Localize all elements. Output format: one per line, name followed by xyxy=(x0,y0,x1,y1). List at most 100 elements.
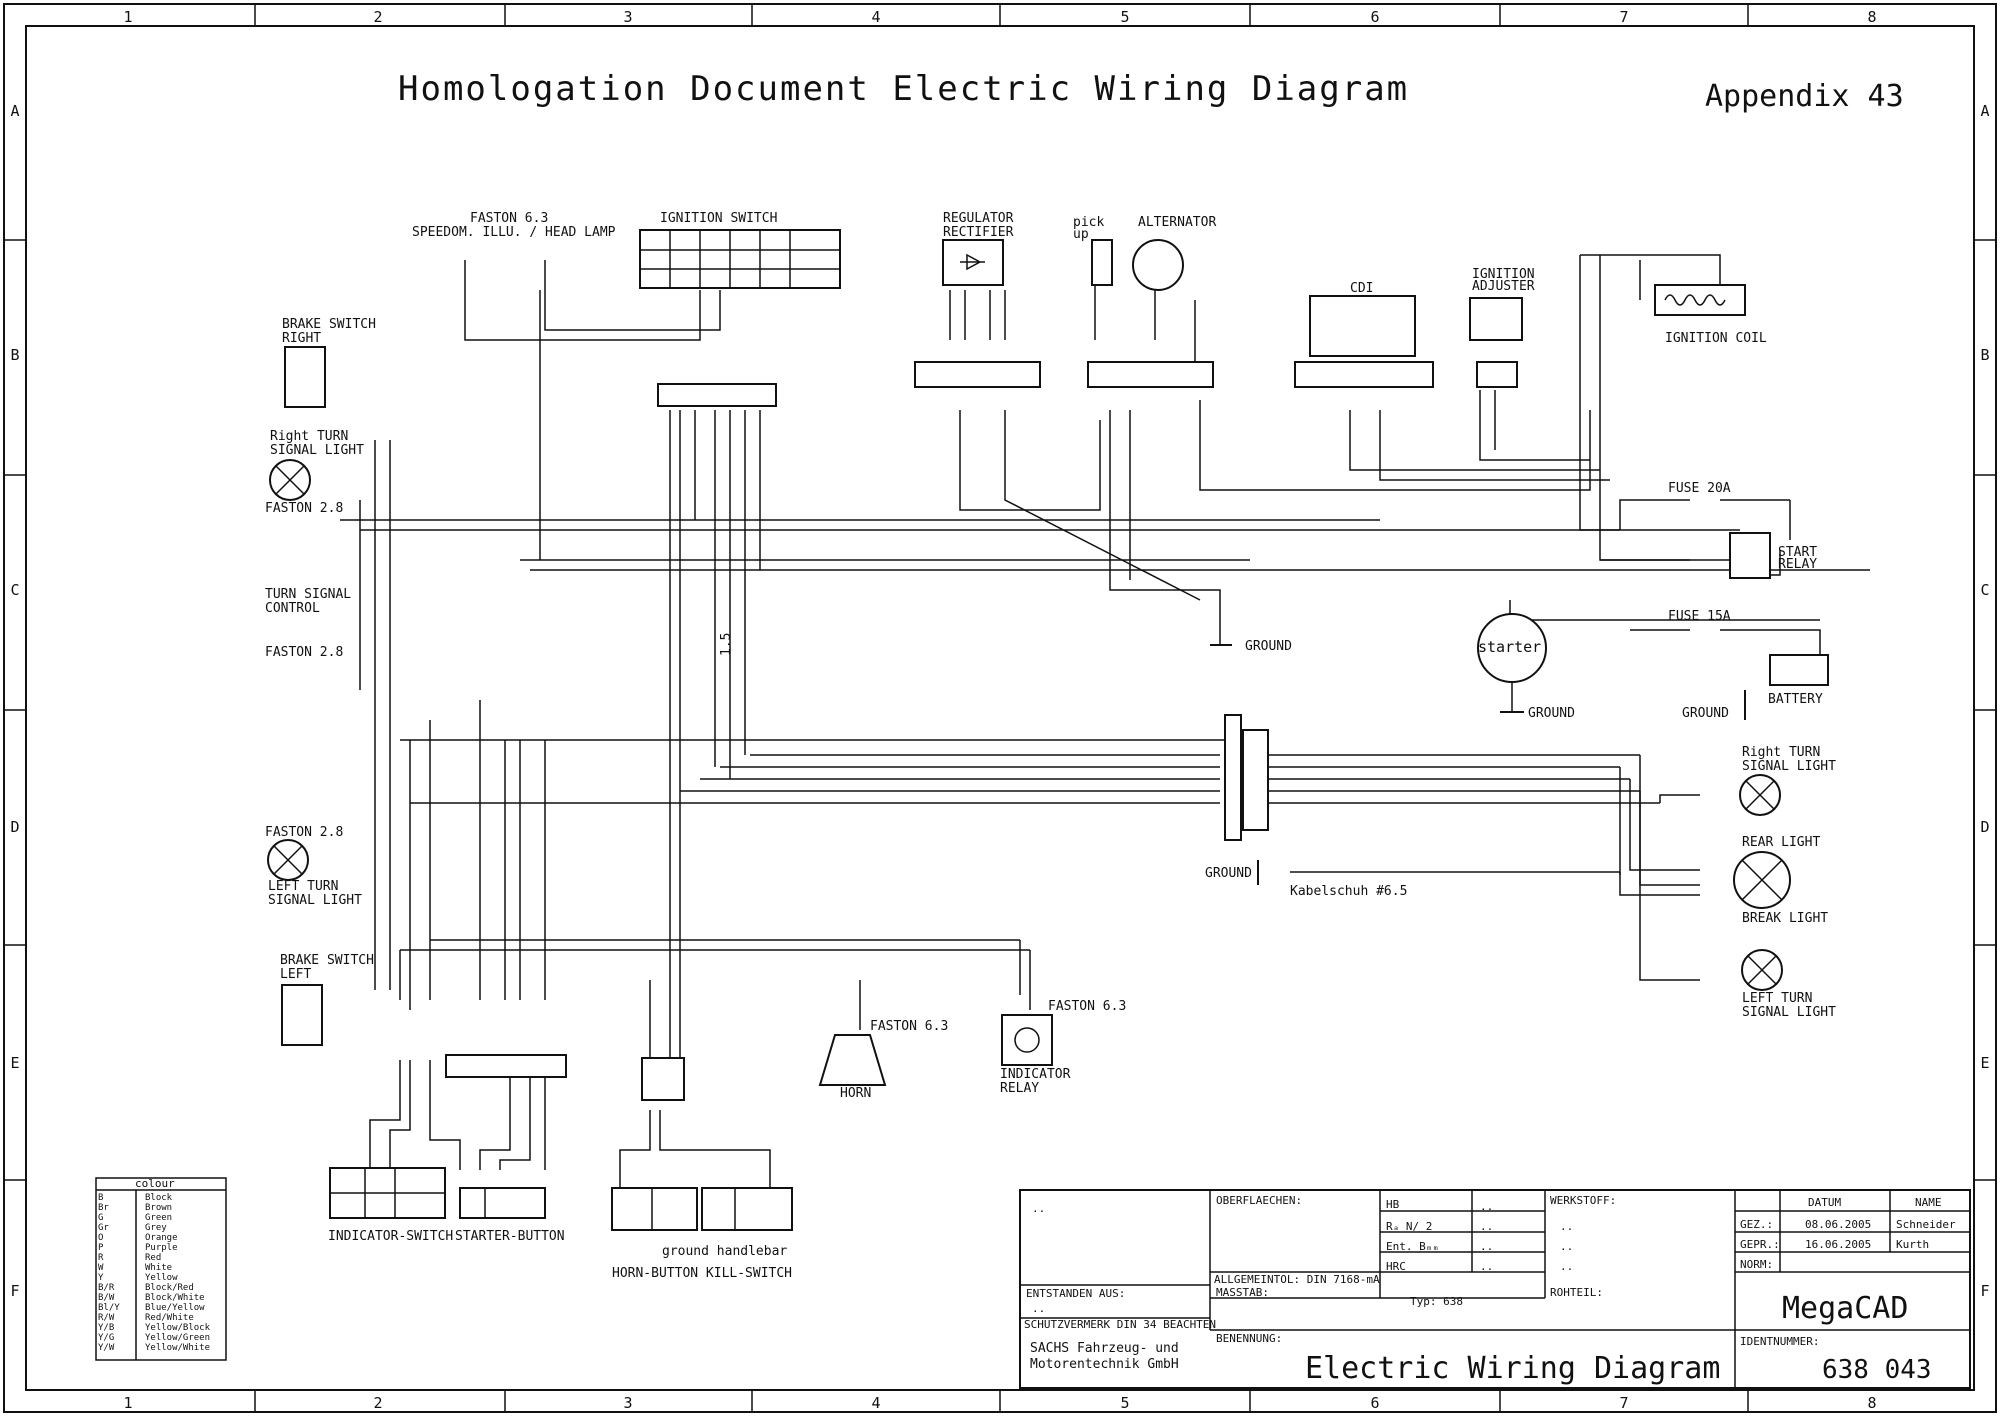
legend-code: O xyxy=(98,1233,103,1243)
label-fuse-20a: FUSE 20A xyxy=(1668,481,1731,496)
legend-name: Red xyxy=(145,1253,161,1263)
label-brake-switch-right: BRAKE SWITCH xyxy=(282,317,376,332)
label-indicator: INDICATOR xyxy=(1000,1067,1071,1082)
legend-code: G xyxy=(98,1213,103,1223)
row-label-f-right: F xyxy=(1980,1282,1989,1300)
label-relay: RELAY xyxy=(1778,557,1817,572)
tb-name: NAME xyxy=(1915,1196,1942,1209)
legend-code: R/W xyxy=(98,1313,115,1323)
col-label-5: 5 xyxy=(1120,8,1129,26)
row-label-d-right: D xyxy=(1980,818,1989,836)
tb-hrc: HRC xyxy=(1386,1260,1406,1273)
label-indicator-relay: RELAY xyxy=(1000,1081,1039,1096)
label-kabelschuh: Kabelschuh #6.5 xyxy=(1290,884,1407,899)
label-cdi: CDI xyxy=(1350,281,1373,296)
cdi-box xyxy=(1309,295,1416,357)
col-label-1-bottom: 1 xyxy=(123,1394,132,1412)
tb-norm: NORM: xyxy=(1740,1258,1773,1271)
label-indicator-switch: INDICATOR-SWITCH xyxy=(328,1229,453,1244)
label-ground-handlebar: ground handlebar xyxy=(662,1244,787,1259)
label-ground-battery: GROUND xyxy=(1682,706,1729,721)
legend-code: Bl/Y xyxy=(98,1303,120,1313)
row-label-b: B xyxy=(10,346,19,364)
label-up: up xyxy=(1073,227,1089,242)
legend-name: Yellow/White xyxy=(145,1343,210,1353)
drawing-frame: 1 2 3 4 5 6 7 8 1 2 3 4 5 6 7 8 A B C D … xyxy=(3,3,1997,1413)
tb-hb: HB xyxy=(1386,1198,1400,1211)
tb-dots-8: .. xyxy=(1560,1260,1573,1273)
tb-dots: .. xyxy=(1032,1202,1045,1215)
col-label-7: 7 xyxy=(1619,8,1628,26)
label-speedom-head-lamp: SPEEDOM. ILLU. / HEAD LAMP xyxy=(412,225,616,240)
label-right-turn: Right TURN xyxy=(270,429,348,444)
tb-dots-7: .. xyxy=(1560,1240,1573,1253)
tb-dots-9: .. xyxy=(1032,1302,1045,1315)
tb-gepr-date: 16.06.2005 xyxy=(1805,1238,1871,1251)
label-brake-left: LEFT xyxy=(280,967,311,982)
document-title: Homologation Document Electric Wiring Di… xyxy=(398,69,1409,109)
label-ground-starter: GROUND xyxy=(1528,706,1575,721)
tb-oberflaechen: OBERFLAECHEN: xyxy=(1216,1194,1302,1207)
tb-typ: Typ: 638 xyxy=(1410,1295,1463,1308)
tb-dots-6: .. xyxy=(1560,1220,1573,1233)
col-label-6: 6 xyxy=(1370,8,1379,26)
label-right-signal-rear: SIGNAL LIGHT xyxy=(1742,759,1836,774)
label-fuse-15a: FUSE 15A xyxy=(1668,609,1731,624)
label-left-signal-rear: SIGNAL LIGHT xyxy=(1742,1005,1836,1020)
row-label-e: E xyxy=(10,1054,19,1072)
legend-code: B/R xyxy=(98,1283,115,1293)
label-horn-kill-switch: HORN-BUTTON KILL-SWITCH xyxy=(612,1266,792,1281)
col-label-1: 1 xyxy=(123,8,132,26)
label-brake-right: RIGHT xyxy=(282,331,321,346)
label-faston-indicator: FASTON 6.3 xyxy=(1048,999,1126,1014)
col-label-4-bottom: 4 xyxy=(871,1394,880,1412)
ignition-coil-symbol xyxy=(1654,284,1746,316)
legend-code: Br xyxy=(98,1203,109,1213)
label-faston-28-a: FASTON 2.8 xyxy=(265,501,343,516)
tb-ident-number: 638 043 xyxy=(1822,1355,1932,1385)
label-ground-center: GROUND xyxy=(1245,639,1292,654)
label-regulator: REGULATOR xyxy=(943,211,1014,226)
label-wire-15: 1.5 xyxy=(719,633,734,656)
legend-heading: colour xyxy=(135,1177,175,1190)
label-ignition: IGNITION xyxy=(1472,267,1535,282)
tb-gepr-name: Kurth xyxy=(1896,1238,1929,1251)
tb-gez-date: 08.06.2005 xyxy=(1805,1218,1871,1231)
row-label-f: F xyxy=(10,1282,19,1300)
start-relay-symbol xyxy=(1729,532,1771,579)
appendix-label: Appendix 43 xyxy=(1705,79,1904,114)
tb-dots-3: .. xyxy=(1480,1220,1493,1233)
title-block: .. OBERFLAECHEN: HB Rₐ N/ 2 Ent. Bₘₘ HRC… xyxy=(1019,1189,1971,1389)
legend-name: Yellow/Green xyxy=(145,1333,210,1343)
tb-allgemeintol: ALLGEMEINTOL: DIN 7168-mA xyxy=(1214,1273,1380,1286)
label-faston-63-top: FASTON 6.3 xyxy=(470,211,548,226)
legend-name: Green xyxy=(145,1213,172,1223)
regulator-rectifier-box xyxy=(942,239,1004,286)
battery-symbol xyxy=(1769,654,1829,686)
label-ignition-switch: IGNITION SWITCH xyxy=(660,211,777,226)
label-break-light: BREAK LIGHT xyxy=(1742,911,1828,926)
connector-blocks xyxy=(445,361,1518,1101)
label-rear-light: REAR LIGHT xyxy=(1742,835,1820,850)
component-labels: FASTON 6.3 SPEEDOM. ILLU. / HEAD LAMP IG… xyxy=(265,211,1836,1281)
col-label-3-bottom: 3 xyxy=(623,1394,632,1412)
row-label-d: D xyxy=(10,818,19,836)
tb-gez-name: Schneider xyxy=(1896,1218,1956,1231)
label-faston-28-b: FASTON 2.8 xyxy=(265,645,343,660)
lamp-symbols xyxy=(267,459,1791,991)
alternator-symbol xyxy=(1091,239,1184,291)
tb-gez: GEZ.: xyxy=(1740,1218,1773,1231)
label-rectifier: RECTIFIER xyxy=(943,225,1014,240)
col-label-8-bottom: 8 xyxy=(1867,1394,1876,1412)
tb-dots-5: .. xyxy=(1480,1260,1493,1273)
legend-code: Y/W xyxy=(98,1343,115,1353)
label-faston-horn: FASTON 6.3 xyxy=(870,1019,948,1034)
label-alternator: ALTERNATOR xyxy=(1138,215,1216,230)
row-label-a-right: A xyxy=(1980,102,1989,120)
row-label-c: C xyxy=(10,581,19,599)
label-battery: BATTERY xyxy=(1768,692,1823,707)
legend-name: Grey xyxy=(145,1223,167,1233)
